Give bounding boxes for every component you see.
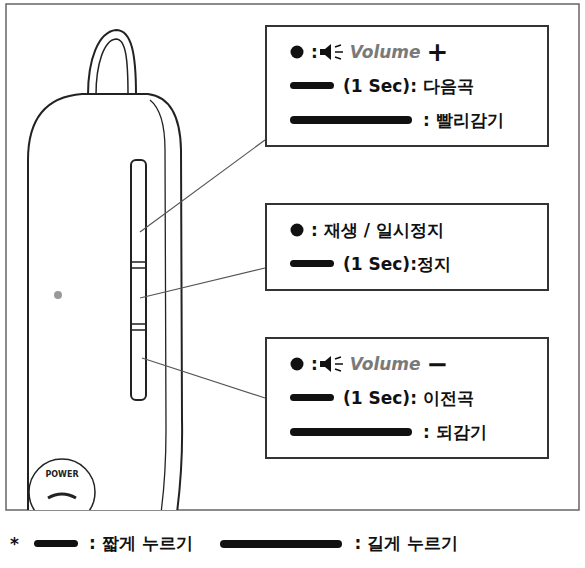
volume-label: Volume xyxy=(350,354,421,374)
long-press-bar xyxy=(289,110,417,130)
button-function: : 되감기 xyxy=(423,421,487,444)
legend-item: : 짧게 누르기 xyxy=(33,532,193,555)
long-press-bar xyxy=(289,422,417,442)
legend-text: : 짧게 누르기 xyxy=(89,532,193,555)
button-function: (1 Sec):정지 xyxy=(343,253,451,276)
legend-item: : 길게 누르기 xyxy=(219,532,459,555)
legend-text: : 길게 누르기 xyxy=(355,532,459,555)
short-press-bar xyxy=(33,534,81,554)
short-press-bar xyxy=(289,76,337,96)
button-function: (1 Sec): 이전곡 xyxy=(343,387,474,410)
callout-box: : Volume− (1 Sec): 이전곡 : 되감기 xyxy=(265,337,549,459)
speaker-icon xyxy=(318,42,346,62)
legend: * : 짧게 누르기 : 길게 누르기 xyxy=(10,532,484,555)
button-function: : xyxy=(311,42,318,62)
volume-sign: + xyxy=(427,42,449,62)
button-function: : 빨리감기 xyxy=(423,109,504,132)
volume-sign: − xyxy=(427,354,449,374)
callout-box: : Volume + (1 Sec): 다음곡 : 빨리감기 xyxy=(265,25,549,147)
speaker-icon xyxy=(318,354,346,374)
volume-label: Volume xyxy=(350,42,421,62)
button-function: (1 Sec): 다음곡 xyxy=(343,75,474,98)
power-label: POWER xyxy=(45,470,78,479)
short-press-dot xyxy=(289,42,305,62)
legend-asterisk: * xyxy=(10,534,19,554)
button-function: : xyxy=(311,354,318,374)
short-press-bar xyxy=(289,254,337,274)
short-press-dot xyxy=(289,354,305,374)
long-press-bar xyxy=(219,534,347,554)
callout-box: : 재생 / 일시정지 (1 Sec):정지 xyxy=(265,203,549,291)
short-press-dot xyxy=(289,220,305,240)
button-function: : 재생 / 일시정지 xyxy=(311,219,444,242)
short-press-bar xyxy=(289,388,337,408)
